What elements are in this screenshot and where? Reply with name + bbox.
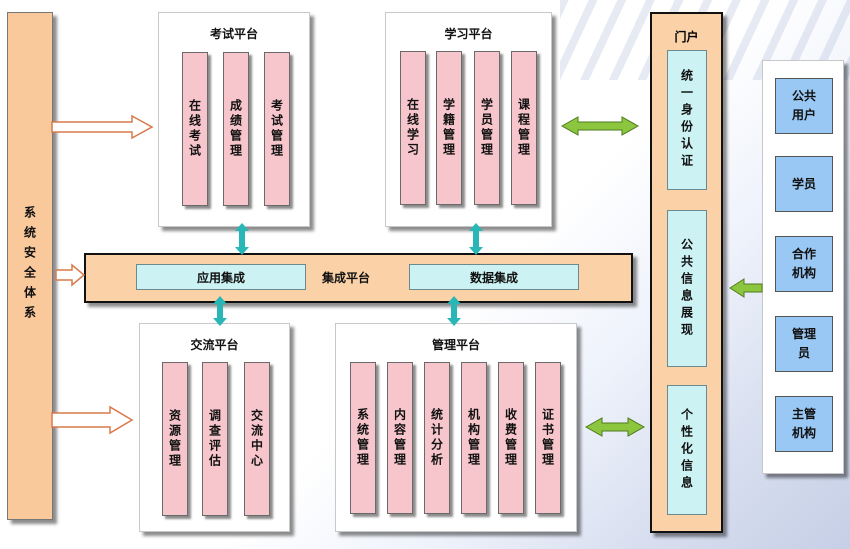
connector-integration-exchange [213, 296, 227, 326]
portal-item-unified-identity: 统一身份认证 [667, 50, 707, 190]
study-platform: 学习平台 在线学习 学籍管理 学员管理 课程管理 [385, 12, 552, 227]
data-integration-box: 数据集成 [409, 264, 579, 290]
study-module-online-learning: 在线学习 [400, 51, 426, 205]
user-supervisory-institution: 主管机构 [775, 396, 833, 452]
arrow-security-to-integration [55, 263, 86, 287]
user-partner-institution: 合作机构 [775, 236, 833, 292]
exam-module-online-exam: 在线考试 [182, 52, 208, 206]
portal-item-public-info: 公共信息展现 [667, 210, 707, 367]
portal-panel: 门户 统一身份认证 公共信息展现 个性化信息 [650, 12, 723, 533]
exam-platform-title: 考试平台 [209, 27, 258, 41]
arrow-security-to-exchange [51, 405, 134, 435]
mgmt-module-system-management: 系统管理 [350, 362, 376, 514]
security-system-label: 系统安全体系 [22, 206, 37, 326]
study-module-enrollment-management: 学籍管理 [436, 51, 462, 205]
double-arrow-study-portal [560, 116, 640, 136]
connector-exam-integration [235, 223, 249, 255]
users-panel: 公共用户 学员 合作机构 管理员 主管机构 [762, 60, 844, 474]
arrow-security-to-exam [51, 114, 154, 140]
mgmt-module-institution-management: 机构管理 [461, 362, 487, 514]
exchange-module-communication-center: 交流中心 [244, 362, 270, 516]
user-administrator: 管理员 [775, 316, 833, 372]
mgmt-module-content-management: 内容管理 [387, 362, 413, 514]
arrow-users-to-portal [729, 278, 763, 298]
mgmt-module-fee-management: 收费管理 [498, 362, 524, 514]
study-platform-title: 学习平台 [444, 27, 493, 41]
exchange-platform-title: 交流平台 [190, 338, 239, 352]
mgmt-module-certificate-management: 证书管理 [535, 362, 561, 514]
app-integration-box: 应用集成 [136, 264, 306, 290]
exam-platform: 考试平台 在线考试 成绩管理 考试管理 [158, 12, 310, 227]
integration-platform-title: 集成平台 [322, 271, 371, 285]
exam-module-exam-management: 考试管理 [264, 52, 290, 206]
security-system-box: 系统安全体系 [7, 12, 53, 520]
integration-platform: 应用集成 集成平台 数据集成 [84, 253, 633, 303]
exchange-module-resource-management: 资源管理 [162, 362, 188, 516]
exchange-module-survey-evaluation: 调查评估 [202, 362, 228, 516]
management-platform-title: 管理平台 [431, 338, 480, 352]
double-arrow-management-portal [584, 417, 646, 437]
portal-title: 门户 [674, 30, 699, 44]
user-public: 公共用户 [775, 78, 833, 134]
connector-study-integration [469, 223, 483, 255]
study-module-student-management: 学员管理 [474, 51, 500, 205]
study-module-course-management: 课程管理 [511, 51, 537, 205]
connector-integration-management [447, 296, 461, 326]
user-student: 学员 [775, 156, 833, 212]
exam-module-score-management: 成绩管理 [223, 52, 249, 206]
management-platform: 管理平台 系统管理 内容管理 统计分析 机构管理 收费管理 证书管理 [335, 323, 577, 532]
mgmt-module-statistics-analysis: 统计分析 [424, 362, 450, 514]
exchange-platform: 交流平台 资源管理 调查评估 交流中心 [139, 323, 290, 532]
portal-item-personalized-info: 个性化信息 [667, 385, 707, 515]
